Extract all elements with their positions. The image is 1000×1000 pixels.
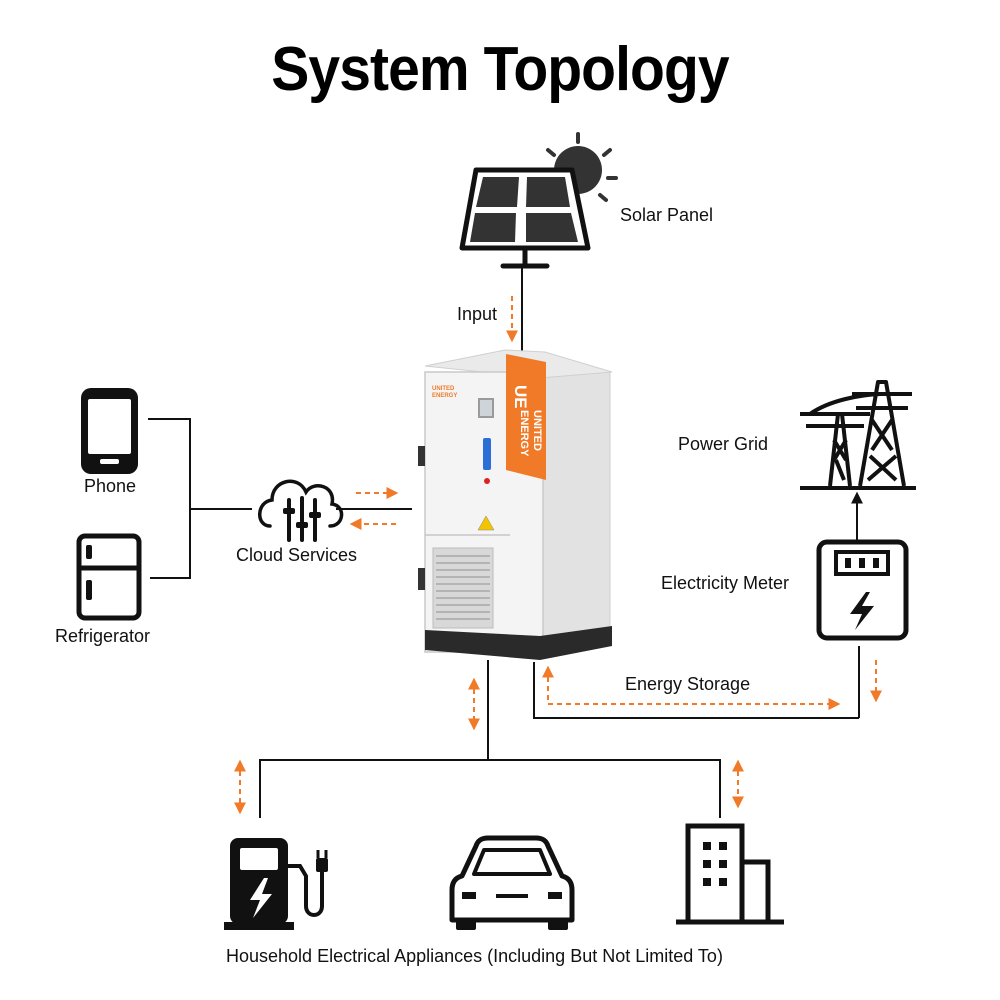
ev-charger-icon <box>224 838 328 930</box>
phone-label: Phone <box>84 476 137 496</box>
car-icon <box>449 835 575 930</box>
electricity-meter-icon <box>816 539 909 641</box>
household-appliances-label: Household Electrical Appliances (Includi… <box>226 946 723 966</box>
refrigerator-label: Refrigerator <box>55 626 151 646</box>
device-link-lines <box>148 418 252 579</box>
cabinet-brand-line2: ENERGY <box>518 410 530 457</box>
cloud-icon <box>258 479 344 542</box>
storage-flow-arrow <box>542 665 841 710</box>
cabinet-logo-mark: UE <box>511 385 530 409</box>
cabinet-brand-line1: UNITED <box>531 410 543 451</box>
cloud-services-label: Cloud Services <box>236 545 358 565</box>
phone-icon <box>81 388 138 474</box>
distribution-bus <box>259 759 721 818</box>
power-grid-label: Power Grid <box>678 434 769 454</box>
refrigerator-icon <box>76 533 142 621</box>
page-title: System Topology <box>271 35 729 104</box>
building-icon <box>676 823 784 925</box>
energy-storage-cabinet <box>418 349 613 660</box>
solar-panel-icon <box>459 167 591 269</box>
electricity-meter-label: Electricity Meter <box>661 573 790 593</box>
energy-storage-label: Energy Storage <box>625 674 751 694</box>
power-tower-icon <box>800 380 916 490</box>
storage-loop-line <box>533 662 859 719</box>
solar-panel-label: Solar Panel <box>620 205 714 225</box>
cabinet-brand-front-2: ENERGY <box>432 393 457 399</box>
input-label: Input <box>457 304 498 324</box>
cabinet-brand-front: UNITED <box>432 386 455 392</box>
